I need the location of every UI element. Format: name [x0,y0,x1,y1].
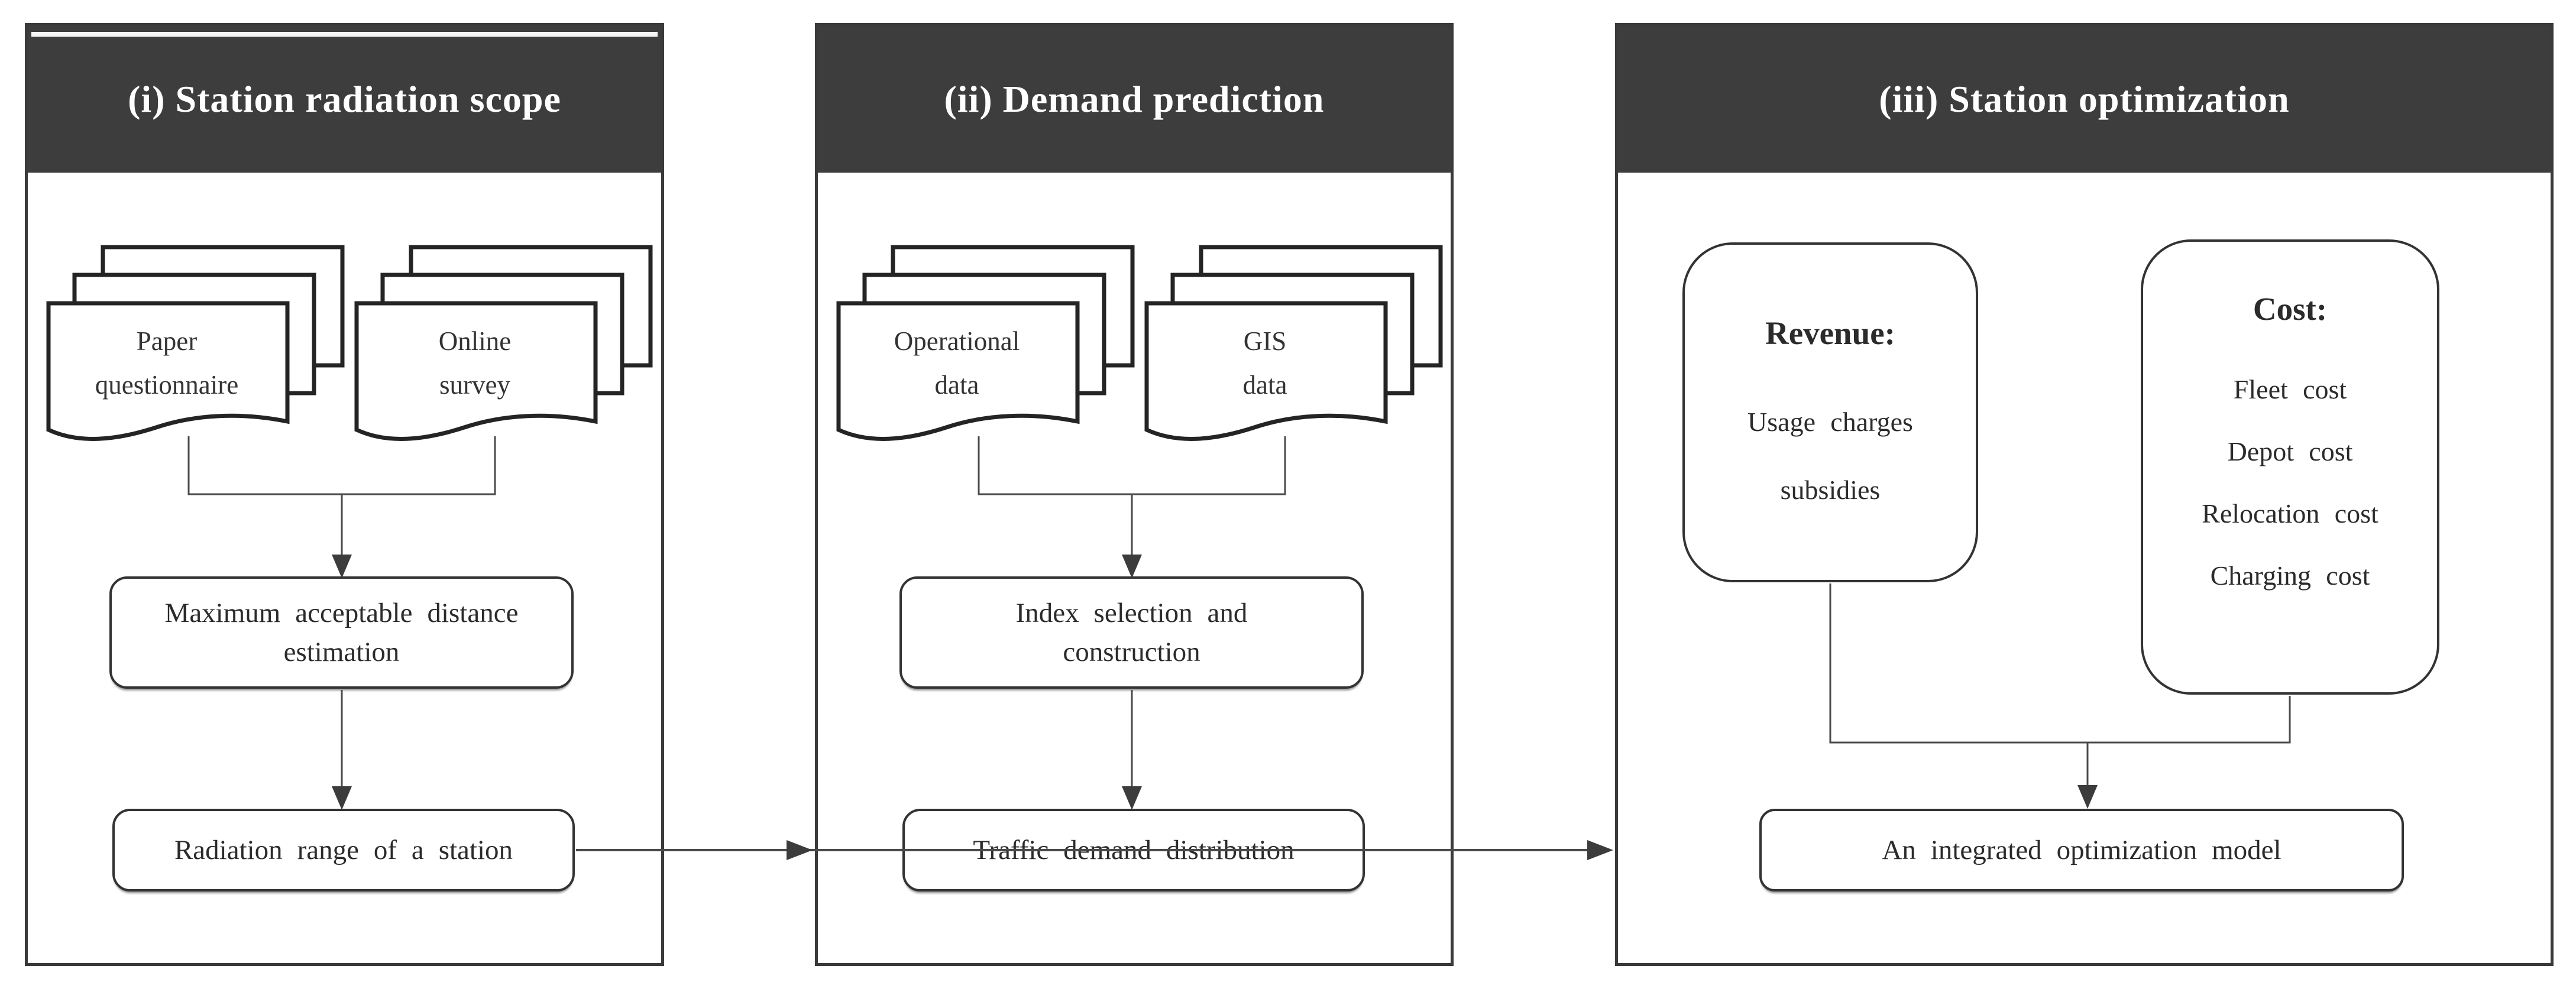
doc-online-survey: Online survey [438,326,512,400]
revenue-item: Usage charges [1747,407,1913,437]
panel1-header-accent-line [31,32,658,37]
doc-gis-data: GIS data [1242,326,1287,400]
revenue-item: subsidies [1780,475,1881,505]
box-cost: Cost: Fleet cost Depot cost Relocation c… [2141,239,2439,695]
cost-item: Fleet cost [2233,374,2347,404]
document-stack-icon [354,245,653,441]
document-stack-icon [46,245,345,441]
panel1-header: (i) Station radiation scope [28,26,661,173]
panel3-title: (iii) Station optimization [1879,78,2290,120]
doc-paper-questionnaire: Paper questionnaire [95,326,239,400]
cost-item: Charging cost [2210,560,2370,591]
cost-item: Depot cost [2227,436,2353,466]
panel3-header: (iii) Station optimization [1618,26,2551,173]
document-stack-icon [1144,245,1443,441]
box-revenue: Revenue: Usage charges subsidies [1682,242,1978,582]
arrowhead-right-icon [1587,840,1613,860]
box-index-selection-and-construction: Index selection and construction [899,576,1364,689]
revenue-title: Revenue: [1765,315,1895,351]
box-radiation-range-of-a-station: Radiation range of a station [112,809,575,891]
cost-item: Relocation cost [2202,498,2378,529]
box-maximum-acceptable-distance-estimation: Maximum acceptable distance estimation [109,576,574,689]
cost-title: Cost: [2253,291,2328,327]
box-traffic-demand-distribution: Traffic demand distribution [902,809,1365,891]
arrowhead-right-icon [787,840,813,860]
box-integrated-optimization-model: An integrated optimization model [1759,809,2404,891]
panel2-header: (ii) Demand prediction [818,26,1451,173]
panel2-title: (ii) Demand prediction [944,78,1325,120]
panel1-title: (i) Station radiation scope [128,78,561,120]
document-stack-icon [836,245,1135,441]
doc-operational-data: Operational data [894,326,1020,400]
